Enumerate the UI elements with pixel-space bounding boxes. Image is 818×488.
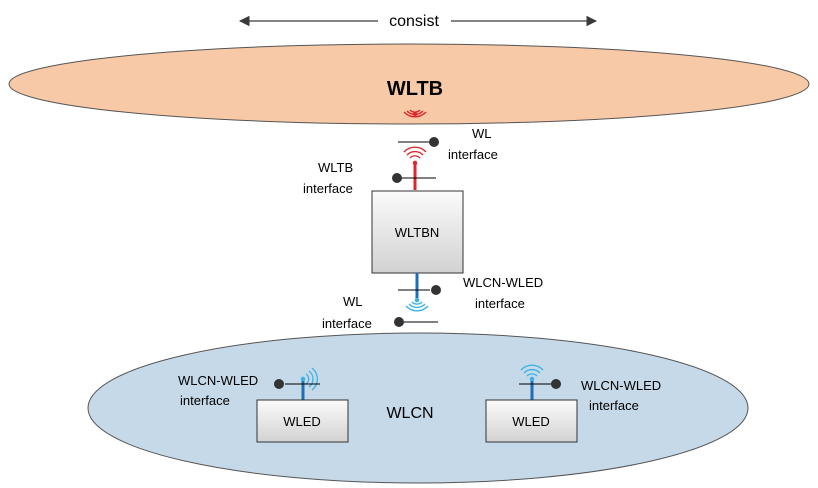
wltb-backbone-label: WLTB: [387, 78, 443, 100]
wled-left-box: [256, 399, 349, 443]
wled-right: WLED WLCN-WLED interface: [485, 364, 661, 443]
wlcn-consist-ellipse: [87, 332, 749, 484]
wlcn-consist-label: WLCN: [386, 405, 433, 422]
wltb-antenna-icon: [403, 109, 427, 118]
wltbn-red-antenna-icon: [403, 146, 427, 166]
wltbn-label: WLTBN: [395, 225, 440, 240]
wl-interface-bottom-line2: interface: [322, 316, 372, 331]
wled-right-label: WLED: [512, 414, 550, 429]
wled-left: WLED WLCN-WLED interface: [178, 367, 349, 443]
wl-interface-bottom: WL interface: [322, 294, 438, 331]
wl-interface-top: WL interface: [398, 126, 498, 162]
wled-left-iface-line2: interface: [180, 393, 230, 408]
wled-right-iface-line1: WLCN-WLED: [581, 378, 661, 393]
wled-right-box: [485, 399, 578, 443]
wl-interface-top-line1: WL: [472, 126, 492, 141]
wltb-backbone-ellipse: [8, 43, 810, 125]
wled-left-iface-line1: WLCN-WLED: [178, 373, 258, 388]
wltbn-blue-antenna-icon: [405, 297, 429, 312]
wltbn-box: [371, 190, 464, 274]
consist-label: consist: [389, 13, 439, 30]
wl-interface-bottom-line1: WL: [343, 294, 363, 309]
consist-arrow: consist: [238, 13, 598, 30]
wltb-interface: WLTB interface: [303, 160, 436, 196]
wlcn-wled-interface-node: WLCN-WLED interface: [398, 275, 543, 311]
wltb-interface-line2: interface: [303, 181, 353, 196]
wlcn-wled-interface-node-line1: WLCN-WLED: [463, 275, 543, 290]
wled-right-antenna-icon: [520, 364, 544, 382]
wlcn-wled-interface-node-line2: interface: [475, 296, 525, 311]
wled-right-iface-line2: interface: [589, 398, 639, 413]
wltb-interface-line1: WLTB: [318, 160, 353, 175]
wl-interface-top-line2: interface: [448, 147, 498, 162]
wled-left-label: WLED: [283, 414, 321, 429]
